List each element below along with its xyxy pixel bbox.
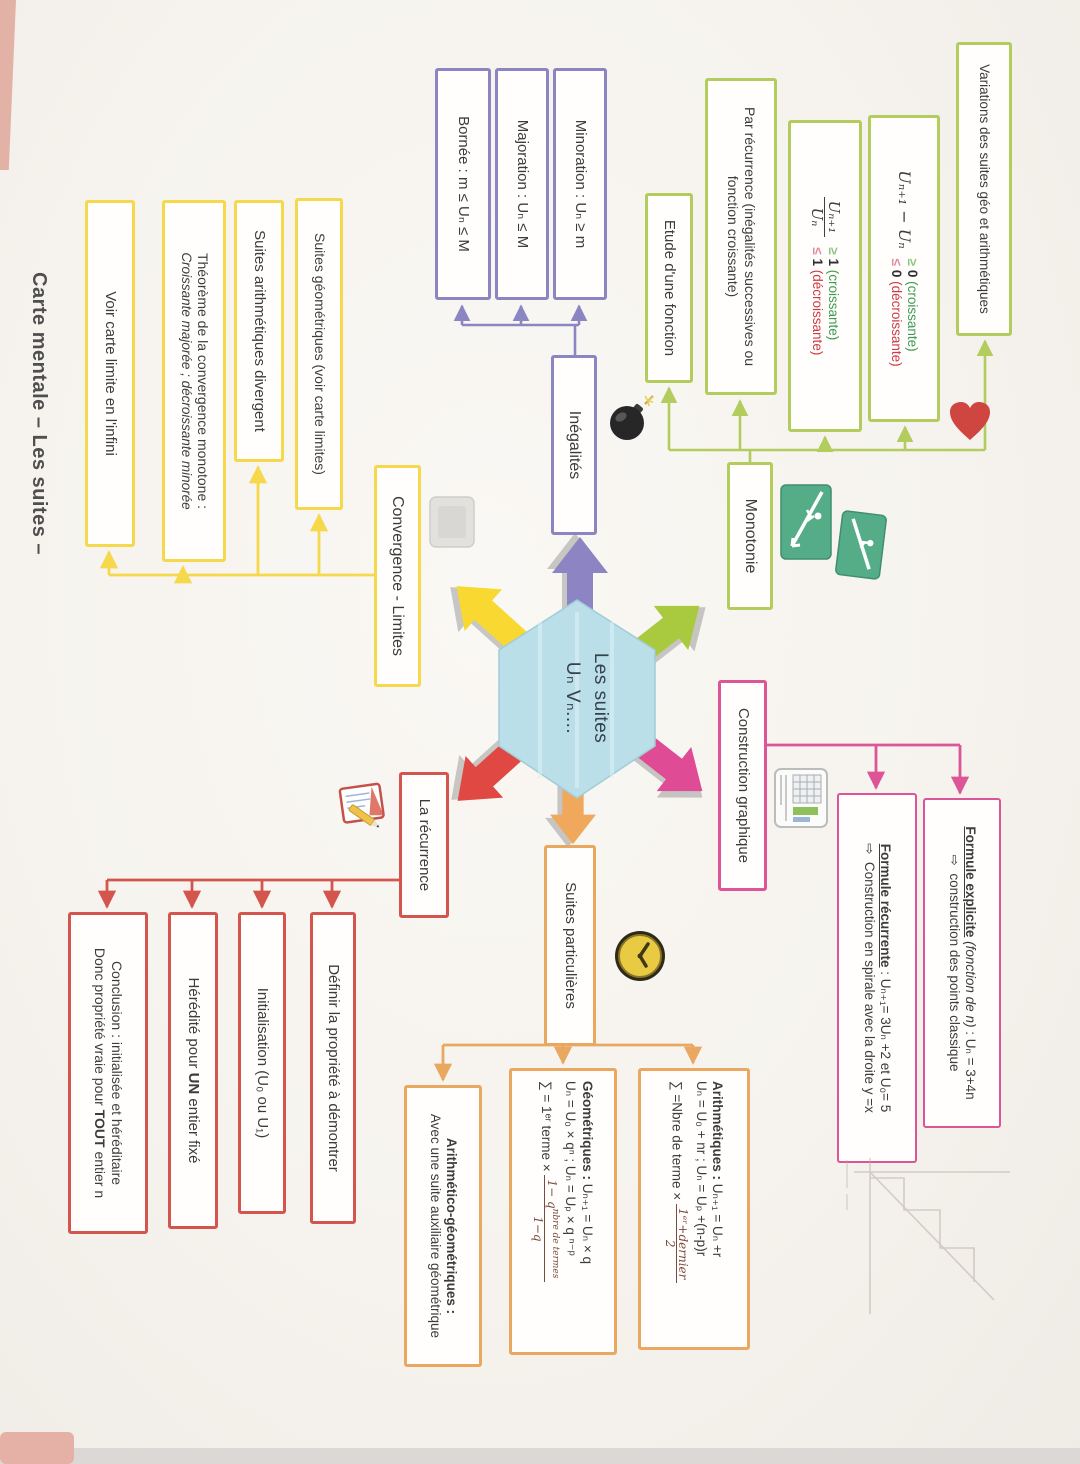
- node-arithmetiques: Arithmétiques : Uₙ₊₁ = Uₙ +r Uₙ = U₀ + n…: [638, 1068, 750, 1350]
- label: Bornée : m ≤ Uₙ ≤ M: [455, 116, 473, 252]
- node-majoration: Majoration : Uₙ ≤ M: [495, 68, 549, 300]
- node-definir-propriete: Définir la propriété à démontrer: [310, 912, 356, 1224]
- node-minoration: Minoration : Uₙ ≥ m: [553, 68, 607, 300]
- recurrence-connectors: [97, 878, 399, 909]
- formule-recurrente-l1: Formule récurrente : Uₙ₊₁= 3Uₙ +2 et U₀=…: [878, 843, 894, 1113]
- arithmetico-detail: Avec une suite auxiliaire géométrique: [428, 1113, 443, 1339]
- faded-sticker: [429, 496, 475, 548]
- node-etude-fonction: Etude d'une fonction: [645, 193, 693, 383]
- page-edge-bottom-strip: [0, 1448, 1080, 1464]
- label: Par récurrence (inégalités successives o…: [725, 106, 759, 367]
- conclusion-l2: Donc propriété vraie pour TOUT entier n: [92, 947, 108, 1199]
- node-formule-explicite: Formule explicite (fonction de n) : Uₙ =…: [923, 798, 1001, 1128]
- white-arrow-icon: ⇨: [947, 854, 962, 866]
- heredite-text: Hérédité pour UN entier fixé: [185, 977, 203, 1164]
- difference-formula: Uₙ₊₁ − Uₙ: [894, 170, 914, 249]
- label: Etude d'une fonction: [661, 219, 679, 357]
- node-initialisation: Initialisation (U₀ ou U₁): [238, 912, 286, 1214]
- bomb-sticker: [601, 390, 659, 448]
- node-suites-geometriques: Suites géométriques (voir carte limites): [295, 198, 343, 510]
- ski-slope-sticker: [834, 509, 888, 580]
- theoreme-titre: Théorème de la convergence monotone :: [194, 252, 211, 510]
- label: La récurrence: [416, 798, 434, 892]
- label: Suites particulières: [562, 882, 580, 1009]
- center-hexagon: [498, 599, 656, 799]
- label: Suites géométriques (voir carte limites): [311, 233, 328, 475]
- node-conclusion: Conclusion : initialisée et héréditaire …: [68, 912, 148, 1234]
- label: Majoration : Uₙ ≤ M: [514, 119, 532, 249]
- convergence-connectors: [99, 465, 374, 584]
- node-geometriques: Géométriques : Uₙ₊₁ = Uₙ × q Uₙ = U₀ × q…: [509, 1068, 617, 1355]
- white-arrow-icon: ⇨: [862, 843, 877, 855]
- pencil-graph-sketch: [837, 1150, 1022, 1320]
- decroissante-condition: ≤ 0 (décroissante): [889, 258, 904, 367]
- center-subtitle: Uₙ Vₙ....: [562, 661, 584, 735]
- arrow-particulieres: [550, 772, 596, 845]
- inegalites-connectors: [453, 304, 588, 355]
- geometriques-l1: Géométriques : Uₙ₊₁ = Uₙ × q: [579, 1081, 595, 1264]
- node-bornee: Bornée : m ≤ Uₙ ≤ M: [435, 68, 491, 300]
- node-construction-graphique: Construction graphique: [718, 680, 767, 891]
- label: Définir la propriété à démontrer: [325, 964, 343, 1172]
- label: Suites arithmétiques divergent: [251, 230, 269, 432]
- quotient-fraction: Uₙ₊₁ Uₙ: [809, 196, 843, 238]
- decroissante-condition: ≤ 1 (décroissante): [810, 247, 825, 356]
- node-theoreme-convergence: Théorème de la convergence monotone : Cr…: [162, 200, 226, 562]
- node-inegalites: Inégalités: [551, 355, 597, 535]
- croissante-condition: ≥ 0 (croissante): [905, 258, 921, 352]
- page-title: Carte mentale – Les suites –: [28, 272, 50, 556]
- node-convergence-limites: Convergence - Limites: [374, 465, 421, 687]
- node-heredite: Hérédité pour UN entier fixé: [168, 912, 218, 1229]
- monotonie-connectors: [660, 339, 994, 462]
- label: Variations des suites géo et arithmétiqu…: [977, 64, 993, 314]
- node-arithmetico-geometriques: Arithmético-géométriques : Avec une suit…: [404, 1085, 482, 1367]
- clock-sticker: [612, 928, 668, 984]
- label: Minoration : Uₙ ≥ m: [572, 119, 590, 249]
- node-suites-arithmetiques-divergent: Suites arithmétiques divergent: [234, 200, 284, 462]
- arithmetiques-l2: Uₙ = U₀ + nr ; Uₙ = Uₚ +(n-p)r: [693, 1081, 709, 1257]
- calculator-sticker: [772, 766, 830, 830]
- geometriques-l2: Uₙ = U₀ × qⁿ ; Uₙ = Uₚ × q ⁿ⁻ᵖ: [563, 1081, 579, 1256]
- page-edge-pink-bottom-left: [0, 1432, 74, 1464]
- center-label: Les suites Uₙ Vₙ....: [559, 610, 614, 786]
- formule-explicite-l1: Formule explicite (fonction de n) : Uₙ =…: [963, 826, 979, 1100]
- arithmetiques-l1: Arithmétiques : Uₙ₊₁ = Uₙ +r: [710, 1081, 726, 1258]
- label: Convergence - Limites: [389, 495, 407, 657]
- formule-recurrente-l2: ⇨ Construction en spirale avec la droite…: [862, 843, 877, 1113]
- node-suites-particulieres: Suites particulières: [544, 845, 596, 1046]
- notepad-pencil-sticker: [334, 776, 392, 834]
- conclusion-l1: Conclusion : initialisée et héréditaire: [109, 960, 126, 1186]
- center-title: Les suites: [590, 652, 611, 744]
- ski-slope-sticker: [780, 484, 832, 560]
- label: Inégalités: [565, 410, 583, 480]
- node-voir-carte-limite: Voir carte limite en l'infini: [85, 200, 135, 547]
- node-variations: Variations des suites géo et arithmétiqu…: [956, 42, 1012, 336]
- formule-explicite-l2: ⇨ construction des points classique: [947, 854, 962, 1072]
- label: Initialisation (U₀ ou U₁): [254, 987, 272, 1139]
- construction-connectors: [767, 743, 970, 795]
- label: Monotonie: [741, 498, 759, 574]
- node-la-recurrence: La récurrence: [399, 772, 449, 918]
- node-monotonie: Monotonie: [727, 462, 773, 610]
- heart-sticker: [946, 398, 994, 446]
- arrow-inegalites: [552, 537, 608, 625]
- node-par-recurrence: Par récurrence (inégalités successives o…: [705, 78, 777, 395]
- node-difference-un: Uₙ₊₁ − Uₙ ≥ 0 (croissante) ≤ 0 (décroiss…: [868, 115, 940, 422]
- croissante-condition: ≥ 1 (croissante): [826, 247, 842, 341]
- label: Construction graphique: [734, 707, 752, 864]
- label: Voir carte limite en l'infini: [102, 291, 120, 456]
- arrow-convergence: [456, 586, 531, 655]
- arithmetico-titre: Arithmético-géométriques :: [444, 1137, 460, 1315]
- node-quotient-un: Uₙ₊₁ Uₙ ≥ 1 (croissante) ≤ 1 (décroissan…: [788, 120, 862, 432]
- theoreme-detail: Croissante majorée ; décroissante minoré…: [178, 252, 194, 510]
- node-formule-recurrente: Formule récurrente : Uₙ₊₁= 3Uₙ +2 et U₀=…: [837, 793, 917, 1163]
